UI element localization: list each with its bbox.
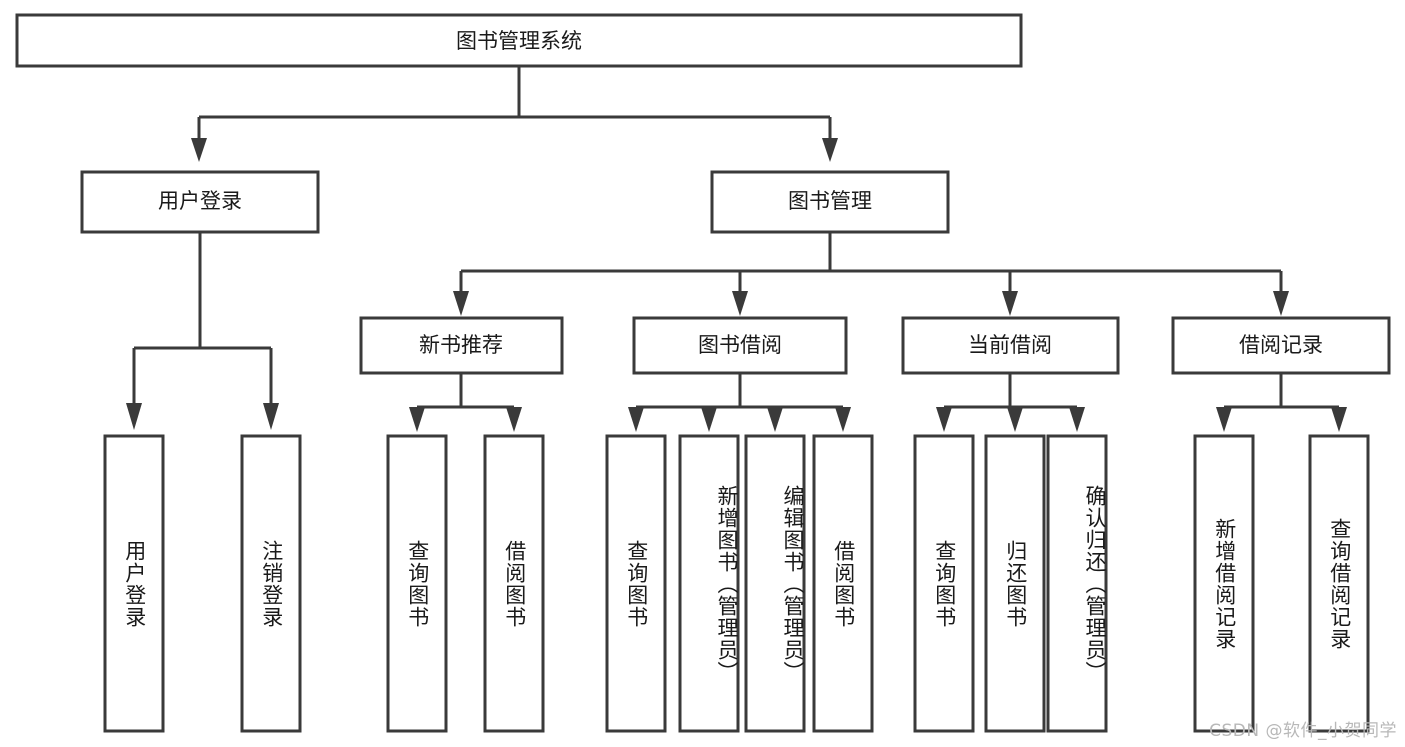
node-borrow-record-label: 借阅记录	[1239, 333, 1323, 357]
node-leaf-add-record-box[interactable]	[1193, 434, 1255, 733]
arrowhead-book-borrow-leaf4	[835, 407, 851, 432]
arrowhead-to-new-book-rec	[453, 291, 469, 316]
arrowhead-root-to-book-manage	[822, 138, 838, 162]
node-root-label: 图书管理系统	[456, 29, 582, 53]
arrowhead-current-borrow-leaf3	[1069, 407, 1085, 432]
csdn-watermark: CSDN @软件_小贺同学	[1209, 721, 1397, 741]
arrowhead-new-book-rec-leaf1	[409, 407, 425, 432]
node-leaf-add-book-box[interactable]	[678, 434, 740, 733]
node-leaf-query-book-2-box[interactable]	[605, 434, 667, 733]
node-leaf-return-book-box[interactable]	[984, 434, 1046, 733]
node-leaf-borrow-book-2-box[interactable]	[812, 434, 874, 733]
node-leaf-query-record-box[interactable]	[1308, 434, 1370, 733]
node-book-borrow-box[interactable]	[632, 316, 848, 375]
arrowhead-book-borrow-leaf3	[767, 407, 783, 432]
node-user-login-label: 用户登录	[158, 189, 242, 213]
arrowhead-current-borrow-leaf1	[936, 407, 952, 432]
arrowhead-user-login-to-leaf2	[263, 403, 279, 430]
node-book-manage-label: 图书管理	[788, 189, 872, 213]
node-new-book-rec-box[interactable]	[359, 316, 564, 375]
arrowhead-to-borrow-record	[1273, 291, 1289, 316]
arrowhead-borrow-record-leaf1	[1216, 407, 1232, 432]
arrowhead-book-borrow-leaf1	[628, 407, 644, 432]
node-new-book-rec-label: 新书推荐	[419, 333, 503, 357]
node-leaf-user-login-box[interactable]	[103, 434, 165, 733]
arrowhead-current-borrow-leaf2	[1007, 407, 1023, 432]
arrowhead-book-borrow-leaf2	[701, 407, 717, 432]
arrowhead-root-to-user-login	[191, 138, 207, 162]
arrowhead-new-book-rec-leaf2	[506, 407, 522, 432]
node-leaf-user-logout-box[interactable]	[240, 434, 302, 733]
node-root-box[interactable]	[15, 13, 1023, 68]
node-leaf-query-book-1-box[interactable]	[386, 434, 448, 733]
node-leaf-query-book-3-box[interactable]	[913, 434, 975, 733]
arrowhead-to-book-borrow	[732, 291, 748, 316]
node-current-borrow-label: 当前借阅	[968, 333, 1052, 357]
arrowhead-borrow-record-leaf2	[1331, 407, 1347, 432]
node-leaf-edit-book-box[interactable]	[744, 434, 806, 733]
node-borrow-record-box[interactable]	[1171, 316, 1391, 375]
node-leaf-confirm-return-box[interactable]	[1046, 434, 1108, 733]
node-book-manage-box[interactable]	[710, 170, 950, 234]
node-book-borrow-label: 图书借阅	[698, 333, 782, 357]
node-leaf-borrow-book-1-box[interactable]	[483, 434, 545, 733]
arrowhead-to-current-borrow	[1002, 291, 1018, 316]
node-current-borrow-box[interactable]	[901, 316, 1120, 375]
arrowhead-user-login-to-leaf1	[126, 403, 142, 430]
